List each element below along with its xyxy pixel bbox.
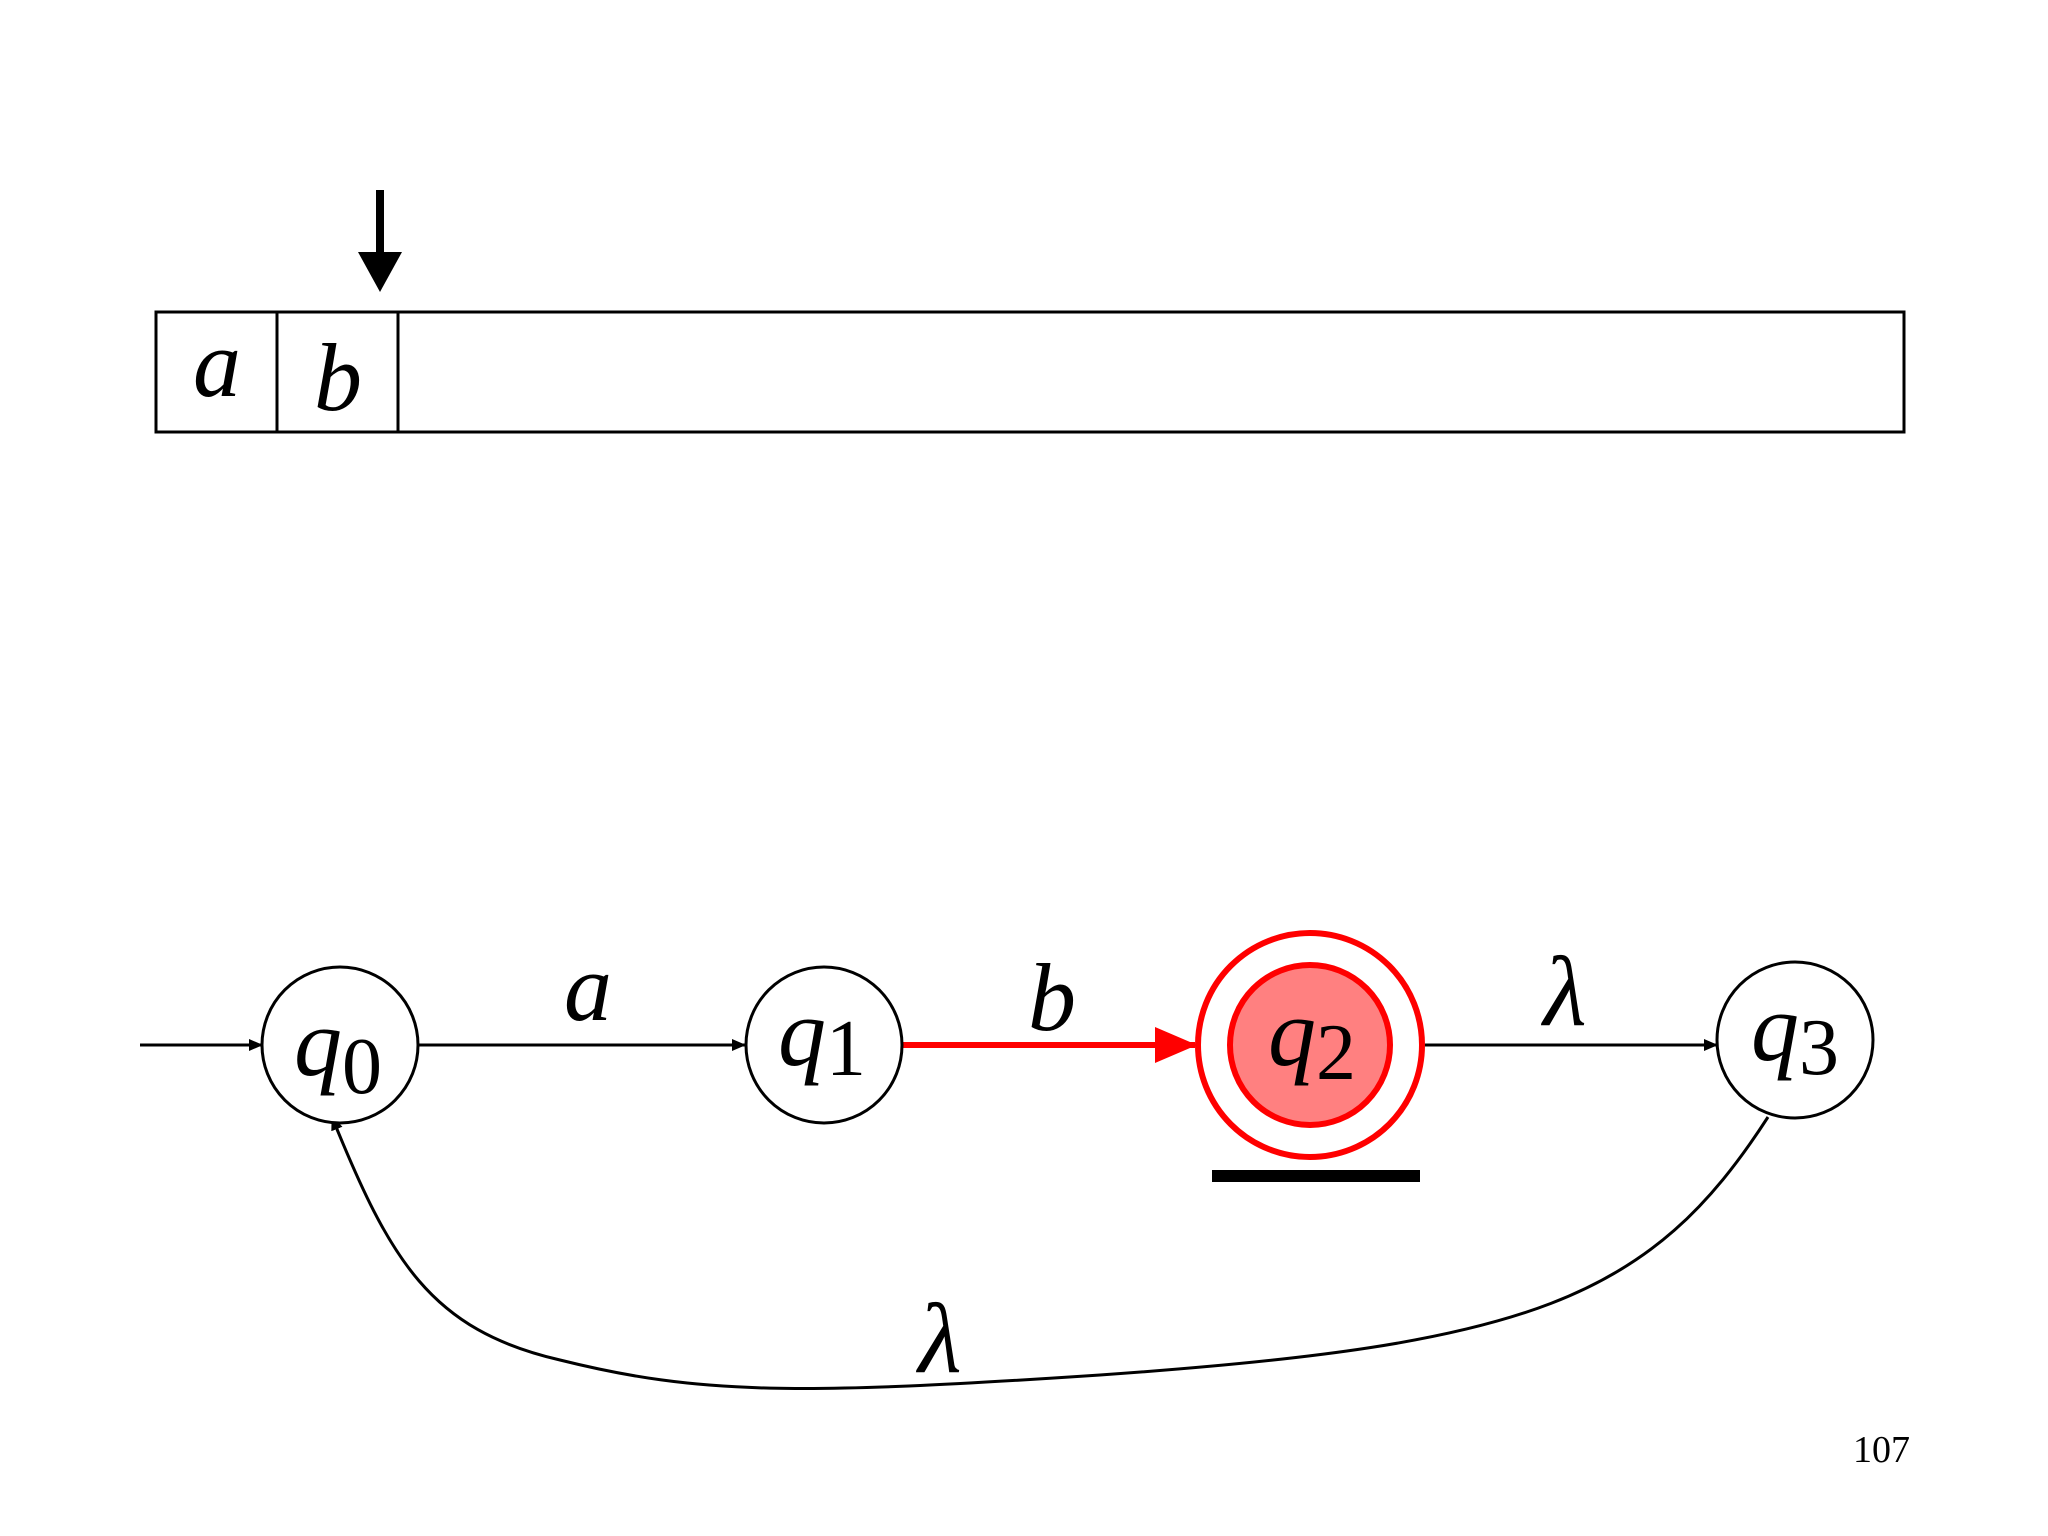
state-circle [1715,960,1875,1120]
transition-label-a: a [564,934,612,1041]
tape: a b [154,310,1906,434]
transition-label-lambda-back: λ [915,1283,961,1394]
transition-q0-q1: a [419,934,746,1051]
tape-cell-a: a [193,310,241,417]
transition-label-b: b [1028,944,1076,1051]
state-label: q0 [294,989,382,1111]
state-circle [260,965,420,1125]
state-circle [744,965,904,1125]
transition-edge-curved [330,1116,1770,1390]
state-q3[interactable]: q3 [1715,960,1875,1120]
state-label: q1 [778,979,866,1093]
state-circle-active [1227,962,1393,1128]
state-label: q3 [1751,974,1839,1092]
transition-q3-q0: λ [330,1116,1770,1394]
tape-outline [154,310,1906,434]
tape-cell-b: b [314,324,362,431]
final-state-underline [1212,1170,1420,1182]
transition-q2-q3: λ [1425,936,1718,1051]
transition-q1-q2: b [903,944,1197,1063]
state-q0[interactable]: q0 [260,965,420,1125]
transition-label-lambda: λ [1540,936,1586,1047]
state-q1[interactable]: q1 [744,965,904,1125]
page-number: 107 [1853,1429,1910,1471]
tape-head-arrow [358,190,402,292]
state-q2[interactable]: q2 [1195,930,1425,1182]
state-label: q2 [1268,979,1356,1097]
